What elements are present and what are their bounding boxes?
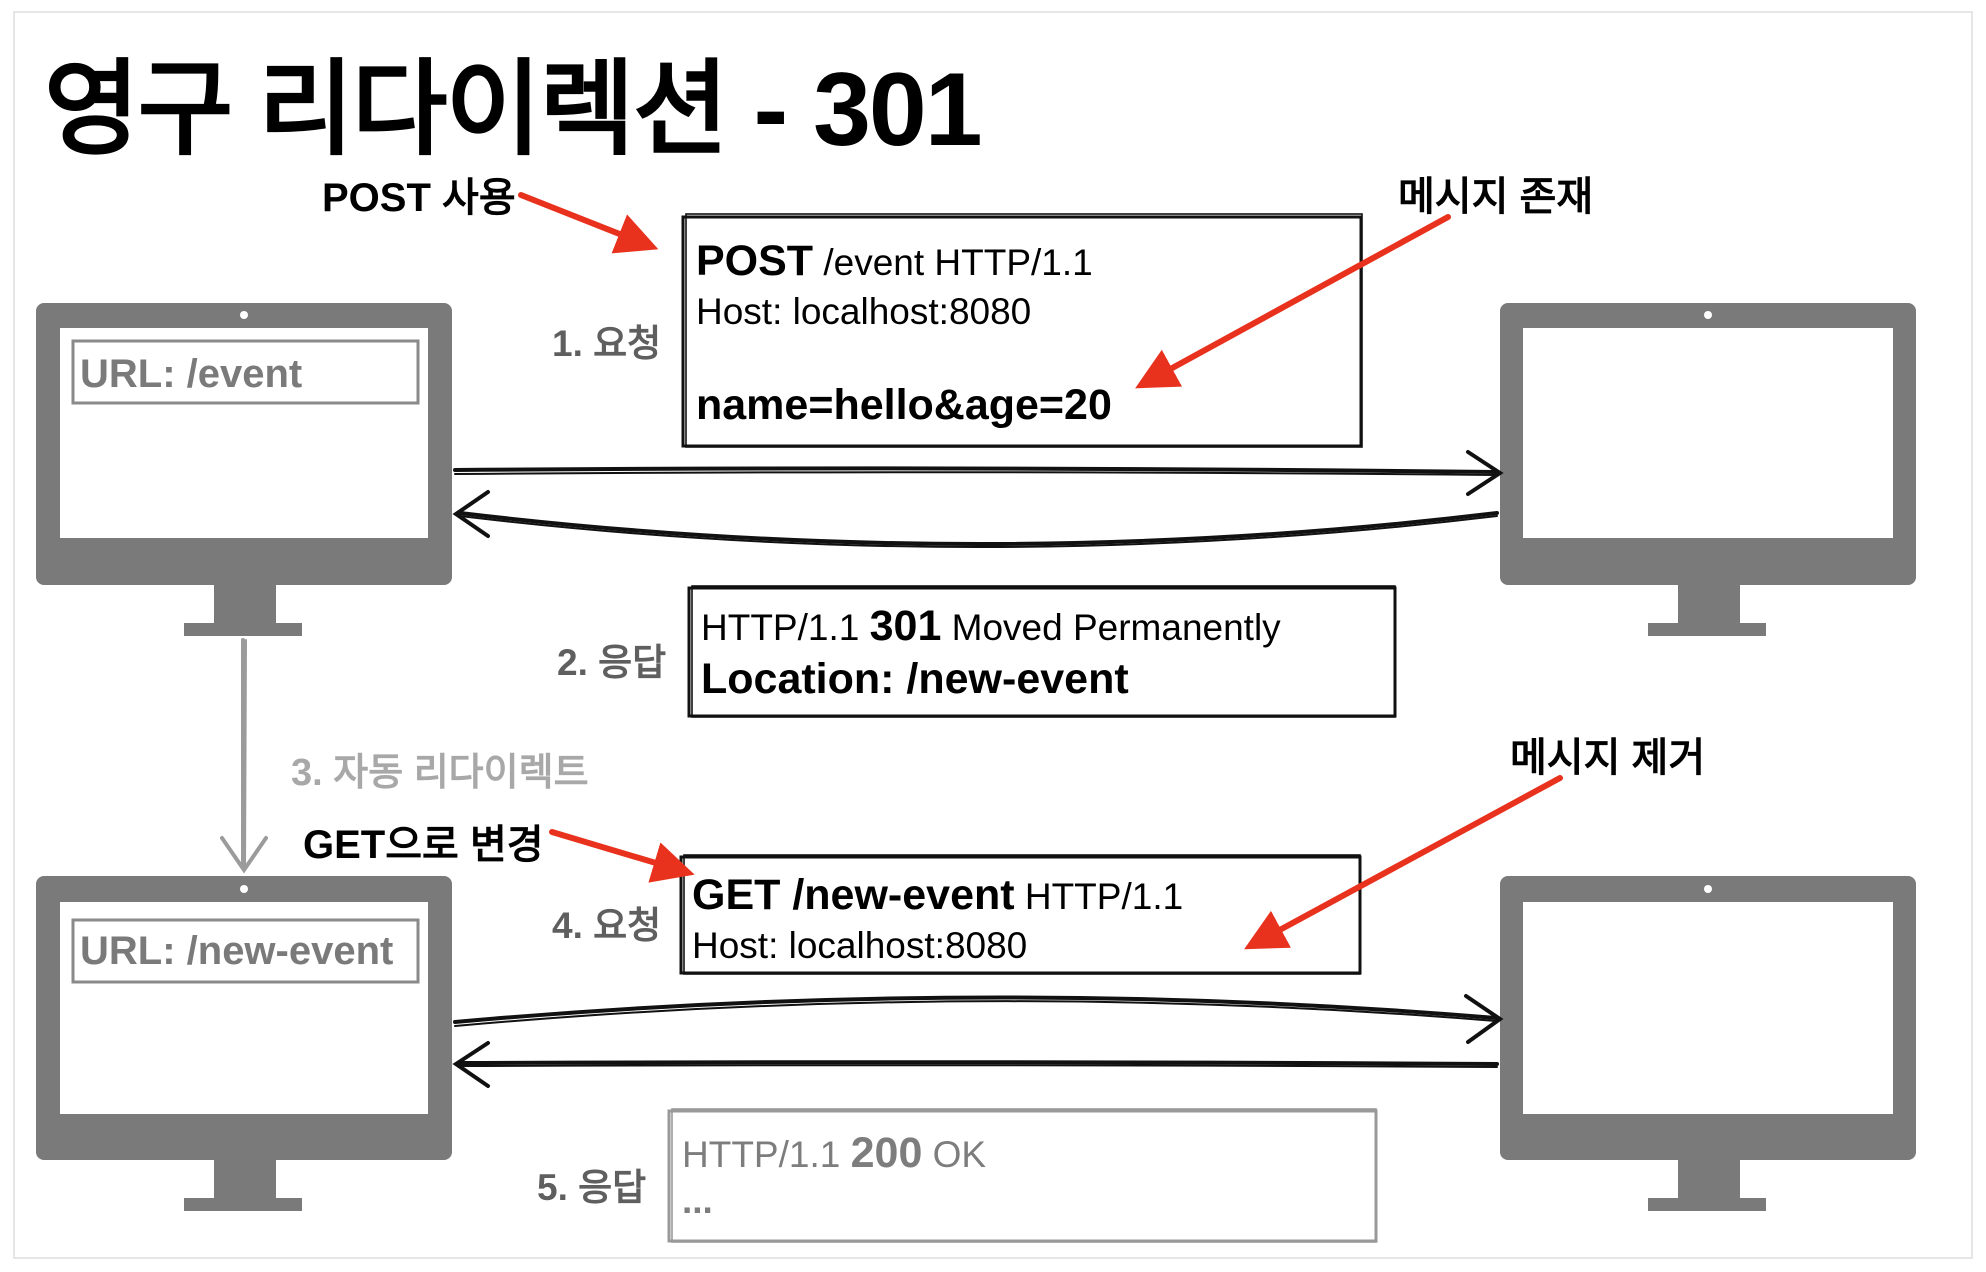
request2-line1: GET /new-event HTTP/1.1 [692, 871, 1183, 920]
response2-code: 200 [850, 1129, 923, 1177]
step-2-label: 2. 응답 [557, 642, 667, 683]
response2-ellipsis: ... [682, 1180, 713, 1221]
url-box-top [71, 339, 420, 405]
step-5-label: 5. 응답 [537, 1167, 647, 1208]
annotation-message-removed: 메시지 제거 [1510, 736, 1706, 780]
annotation-message-exists: 메시지 존재 [1398, 175, 1594, 219]
flow-arrow-response-top [452, 490, 1499, 548]
response1-box [687, 585, 1397, 718]
arrow-get-change [549, 829, 695, 883]
flow-arrow-response-bottom [452, 1041, 1499, 1088]
request1-box [681, 213, 1363, 448]
response1-proto: HTTP/1.1 [701, 607, 870, 648]
request1-path-proto: /event HTTP/1.1 [813, 242, 1093, 283]
page-title: 영구 리다이렉션 - 301 [44, 52, 983, 168]
flow-arrow-request-bottom [453, 994, 1504, 1044]
url-text-bottom: URL: /new-event [80, 929, 394, 973]
request1-line1: POST /event HTTP/1.1 [696, 237, 1093, 286]
url-text-top: URL: /event [80, 352, 303, 396]
request2-box [679, 854, 1362, 975]
response2-reason: OK [922, 1134, 987, 1175]
response1-code: 301 [869, 602, 942, 650]
arrow-message-exists [1135, 214, 1451, 389]
response2-status-line: HTTP/1.1 200 OK [682, 1129, 986, 1178]
arrow-message-removed [1244, 775, 1563, 950]
step-1-label: 1. 요청 [552, 323, 662, 364]
server-monitor-bottom [1500, 876, 1916, 1211]
response2-box [667, 1108, 1378, 1243]
response1-status-line: HTTP/1.1 301 Moved Permanently [701, 602, 1281, 651]
request1-method: POST [696, 237, 814, 285]
redirect-arrow [220, 638, 268, 874]
flow-arrow-request-top [453, 450, 1504, 496]
response2-proto: HTTP/1.1 [682, 1134, 851, 1175]
response1-location: Location: /new-event [701, 655, 1129, 703]
request2-host: Host: localhost:8080 [692, 925, 1028, 966]
annotation-arrows [518, 192, 1563, 950]
slide-frame [13, 11, 1973, 1259]
arrow-post-use [518, 192, 659, 254]
url-box-bottom [71, 918, 420, 984]
annotation-post-use: POST 사용 [322, 176, 516, 220]
request1-body: name=hello&age=20 [696, 381, 1112, 429]
step-4-label: 4. 요청 [552, 905, 662, 946]
server-monitor-top [1500, 303, 1916, 636]
request2-method-path: GET /new-event [692, 871, 1015, 919]
request1-host: Host: localhost:8080 [696, 291, 1032, 332]
step-3-label: 3. 자동 리다이렉트 [291, 752, 589, 794]
annotation-get-change: GET으로 변경 [303, 823, 544, 867]
response1-reason: Moved Permanently [941, 607, 1281, 648]
request2-proto: HTTP/1.1 [1014, 876, 1184, 917]
